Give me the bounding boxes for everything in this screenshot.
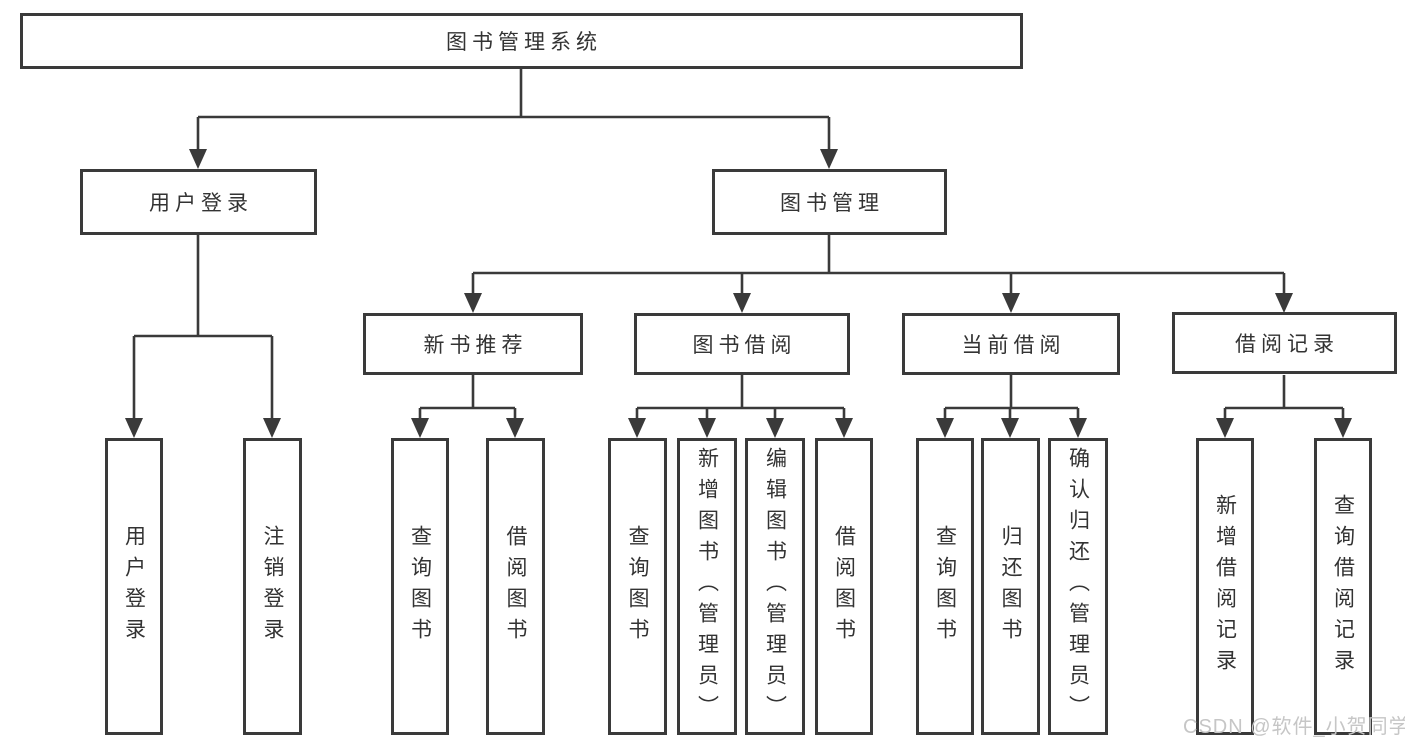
leaf-logout-label: 注销登录 (261, 524, 284, 649)
node-root-system: 图书管理系统 (20, 13, 1023, 69)
node-root-label: 图书管理系统 (446, 31, 602, 54)
node-new-book-recommend-label: 新书推荐 (423, 334, 528, 357)
leaf-add-borrow-record: 新增借阅记录 (1196, 438, 1254, 735)
leaf-query-books-current: 查询图书 (916, 438, 974, 735)
node-book-borrowing-label: 图书借阅 (692, 334, 797, 357)
leaf-borrow-books-recommend: 借阅图书 (486, 438, 545, 735)
node-book-management-label: 图书管理 (780, 192, 884, 215)
leaf-query-books-borrowing: 查询图书 (608, 438, 667, 735)
leaf-edit-books-admin: 编辑图书（管理员） (745, 438, 805, 735)
leaf-edit-books-admin-label: 编辑图书（管理员） (763, 447, 787, 726)
leaf-add-borrow-record-label: 新增借阅记录 (1213, 493, 1237, 680)
node-borrowing-records-label: 借阅记录 (1235, 333, 1339, 356)
leaf-borrow-books-borrowing-label: 借阅图书 (832, 524, 856, 649)
leaf-borrow-books-recommend-label: 借阅图书 (504, 524, 527, 649)
leaf-return-books: 归还图书 (981, 438, 1040, 735)
node-user-login: 用户登录 (80, 169, 317, 235)
leaf-query-borrow-record-label: 查询借阅记录 (1331, 493, 1355, 680)
node-borrowing-records: 借阅记录 (1172, 312, 1397, 374)
leaf-add-books-admin: 新增图书（管理员） (677, 438, 737, 735)
leaf-return-books-label: 归还图书 (999, 524, 1022, 649)
csdn-watermark: CSDN @软件_小贺同学 (1183, 716, 1405, 738)
node-current-borrowing-label: 当前借阅 (961, 334, 1066, 357)
leaf-query-borrow-record: 查询借阅记录 (1314, 438, 1372, 735)
leaf-confirm-return-admin-label: 确认归还（管理员） (1066, 447, 1090, 726)
leaf-confirm-return-admin: 确认归还（管理员） (1048, 438, 1108, 735)
leaf-user-login: 用户登录 (105, 438, 163, 735)
node-new-book-recommend: 新书推荐 (363, 313, 583, 375)
leaf-query-books-current-label: 查询图书 (933, 524, 957, 649)
node-current-borrowing: 当前借阅 (902, 313, 1120, 375)
leaf-add-books-admin-label: 新增图书（管理员） (695, 447, 719, 726)
leaf-user-login-label: 用户登录 (122, 524, 146, 649)
leaf-query-books-borrowing-label: 查询图书 (626, 524, 649, 649)
node-book-management: 图书管理 (712, 169, 947, 235)
node-user-login-label: 用户登录 (149, 192, 253, 215)
leaf-logout: 注销登录 (243, 438, 302, 735)
node-book-borrowing: 图书借阅 (634, 313, 850, 375)
leaf-query-books-recommend-label: 查询图书 (408, 524, 432, 649)
leaf-query-books-recommend: 查询图书 (391, 438, 449, 735)
leaf-borrow-books-borrowing: 借阅图书 (815, 438, 873, 735)
